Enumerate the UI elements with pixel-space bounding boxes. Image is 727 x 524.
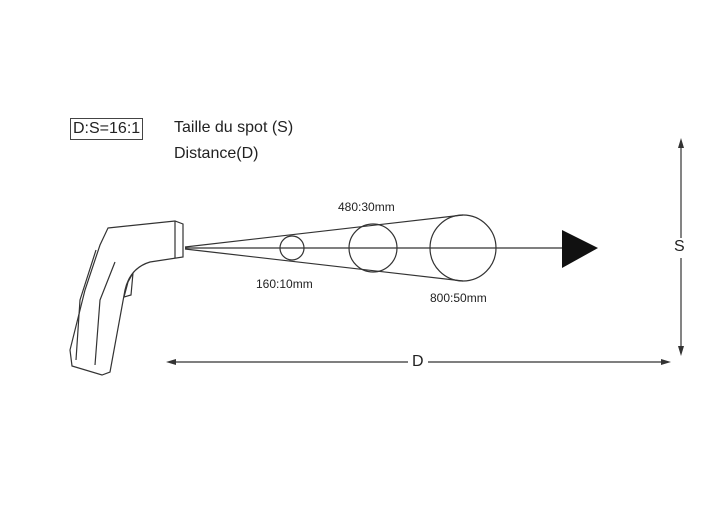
spot-label-480: 480:30mm bbox=[338, 200, 395, 214]
spot-label-160: 160:10mm bbox=[256, 277, 313, 291]
cone-top bbox=[184, 214, 464, 248]
spot-circle-160 bbox=[279, 235, 305, 261]
ratio-label: D:S=16:1 bbox=[70, 118, 144, 140]
d-axis-label: D bbox=[412, 353, 424, 370]
cone-bottom bbox=[184, 248, 464, 282]
spot-circle-800 bbox=[429, 214, 497, 282]
spot-circle-480 bbox=[348, 223, 398, 273]
d-arrow-right bbox=[661, 359, 671, 365]
s-axis-label: S bbox=[674, 238, 685, 255]
legend-spot-size: Taille du spot (S) bbox=[174, 119, 294, 136]
gun-grip-inner bbox=[75, 249, 116, 366]
d-arrow-left bbox=[166, 359, 176, 365]
s-arrow-up bbox=[678, 138, 684, 148]
gun-trigger bbox=[123, 272, 134, 298]
thermometer-gun bbox=[69, 220, 184, 376]
s-arrow-down bbox=[678, 346, 684, 356]
beam-arrowhead bbox=[562, 230, 598, 268]
spot-label-800: 800:50mm bbox=[430, 291, 487, 305]
legend-distance: Distance(D) bbox=[174, 145, 259, 162]
